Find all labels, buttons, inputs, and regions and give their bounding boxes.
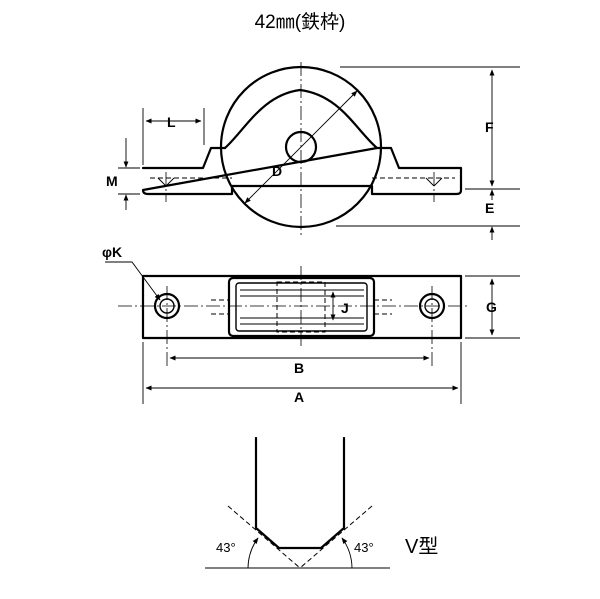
v-groove-detail: 43° 43° V型 [205, 436, 438, 569]
groove-type-label: V型 [405, 535, 438, 558]
frame-top-outline [141, 274, 463, 340]
frame-cover [223, 88, 379, 150]
dim-label-F: F [485, 119, 494, 135]
dim-label-B: B [294, 360, 304, 376]
dim-label-L: L [167, 114, 176, 130]
dim-label-M: M [106, 173, 118, 189]
wheel-top [227, 276, 376, 338]
front-view: D L M F E [106, 62, 520, 240]
dim-label-K: φK [102, 244, 122, 260]
dim-label-D: D [272, 163, 282, 179]
dim-label-A: A [294, 389, 304, 405]
v-groove-profile [254, 436, 346, 550]
drawing-title: 42㎜(鉄枠) [255, 11, 346, 33]
base-plate [141, 146, 463, 196]
angle-right-label: 43° [354, 540, 374, 555]
dim-label-J: J [341, 300, 349, 316]
angle-left-label: 43° [216, 540, 236, 555]
dim-label-G: G [486, 299, 497, 315]
dim-label-E: E [485, 200, 494, 216]
top-view: φK J G B A [102, 244, 520, 405]
